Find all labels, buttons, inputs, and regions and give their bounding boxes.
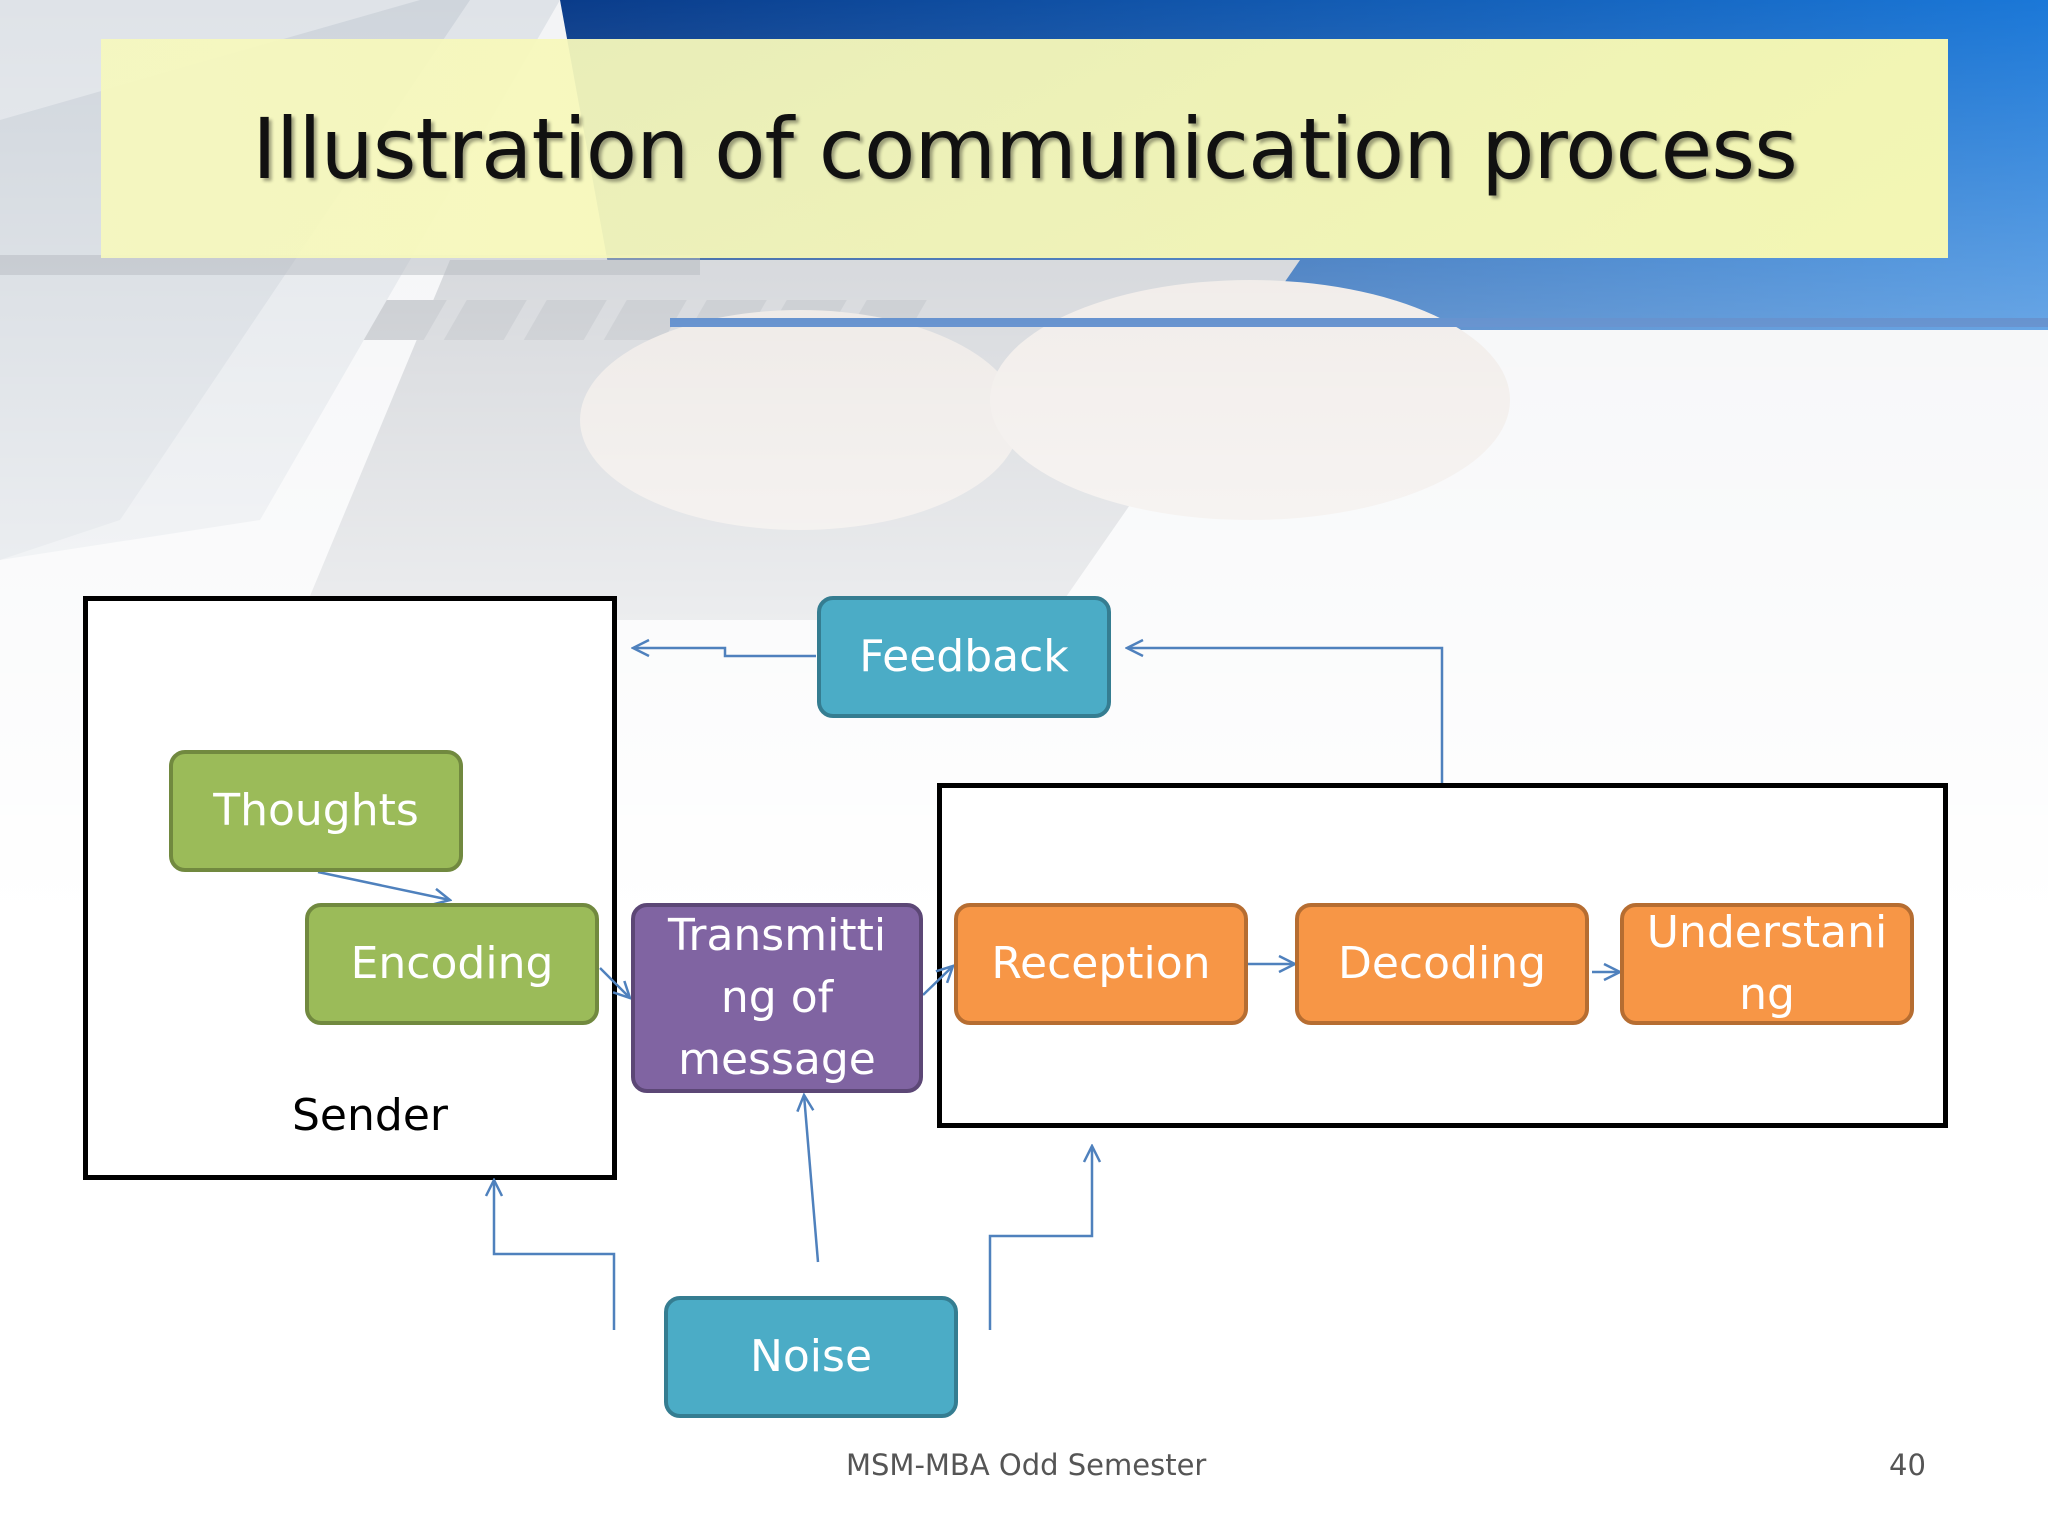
footer-text: MSM-MBA Odd Semester bbox=[846, 1448, 1207, 1482]
thoughts-node: Thoughts bbox=[169, 750, 463, 872]
transmitting-label: Transmitti ng of message bbox=[667, 910, 887, 1085]
decoding-label: Decoding bbox=[1337, 938, 1547, 989]
feedback-node: Feedback bbox=[817, 596, 1111, 718]
noise-node: Noise bbox=[664, 1296, 958, 1418]
slide-title: Illustration of communication process bbox=[252, 99, 1798, 198]
page-number: 40 bbox=[1889, 1448, 1926, 1482]
understanding-node: Understani ng bbox=[1620, 903, 1914, 1025]
thoughts-label: Thoughts bbox=[213, 785, 419, 836]
reception-node: Reception bbox=[954, 903, 1248, 1025]
understanding-label: Understani ng bbox=[1646, 907, 1888, 1020]
encoding-node: Encoding bbox=[305, 903, 599, 1025]
sender-label: Sender bbox=[292, 1090, 448, 1141]
reception-label: Reception bbox=[991, 938, 1211, 989]
title-banner: Illustration of communication process bbox=[101, 39, 1948, 258]
decoding-node: Decoding bbox=[1295, 903, 1589, 1025]
noise-label: Noise bbox=[749, 1331, 873, 1382]
transmitting-node: Transmitti ng of message bbox=[631, 903, 923, 1093]
feedback-label: Feedback bbox=[859, 631, 1069, 682]
encoding-label: Encoding bbox=[350, 938, 554, 989]
